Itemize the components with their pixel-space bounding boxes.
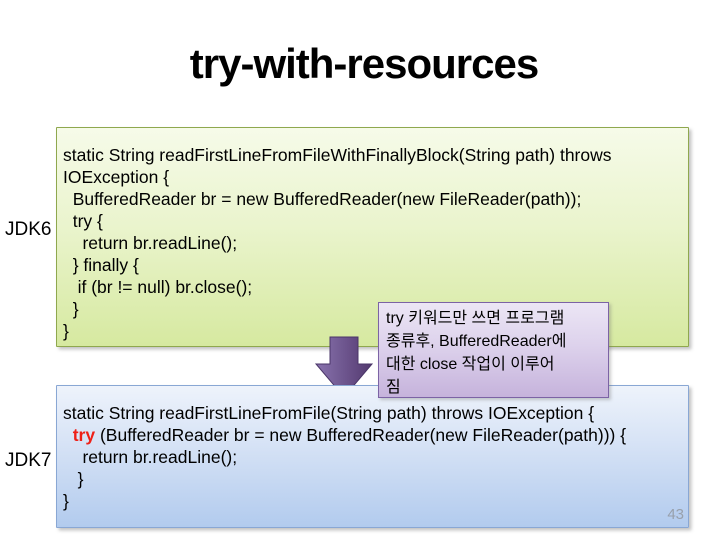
code-line: BufferedReader br = new BufferedReader(n… [63,189,582,209]
code-line: return br.readLine(); [63,233,238,253]
jdk6-code-box: static String readFirstLineFromFileWithF… [56,127,689,347]
code-line: return br.readLine(); [63,447,238,467]
callout-text-line: 종류후, BufferedReader에 [386,333,567,350]
code-line: static String readFirstLineFromFile(Stri… [63,403,595,423]
jdk7-code-box: static String readFirstLineFromFile(Stri… [56,385,689,528]
code-line: try { [63,211,103,231]
code-line: } [63,321,69,341]
code-line: IOException { [63,167,170,187]
keyword-try: try [72,425,96,445]
label-jdk7: JDK7 [5,450,52,471]
code-line: static String readFirstLineFromFileWithF… [63,145,612,165]
down-arrow-icon [314,336,374,398]
code-line: } [63,299,79,319]
callout-text-line: try 키워드만 쓰면 프로그램 [386,310,565,327]
code-line: } [63,469,84,489]
label-jdk6: JDK6 [5,219,52,240]
code-line: } finally { [63,255,139,275]
callout-text-line: 짐 [386,379,401,396]
code-line: try (BufferedReader br = new BufferedRea… [72,425,627,445]
page-number: 43 [667,506,684,523]
slide-title: try-with-resources [189,40,539,87]
callout-text-line: 대한 close 작업이 이루어 [386,356,555,373]
code-line: if (br != null) br.close(); [63,277,253,297]
code-line: } [63,491,69,511]
